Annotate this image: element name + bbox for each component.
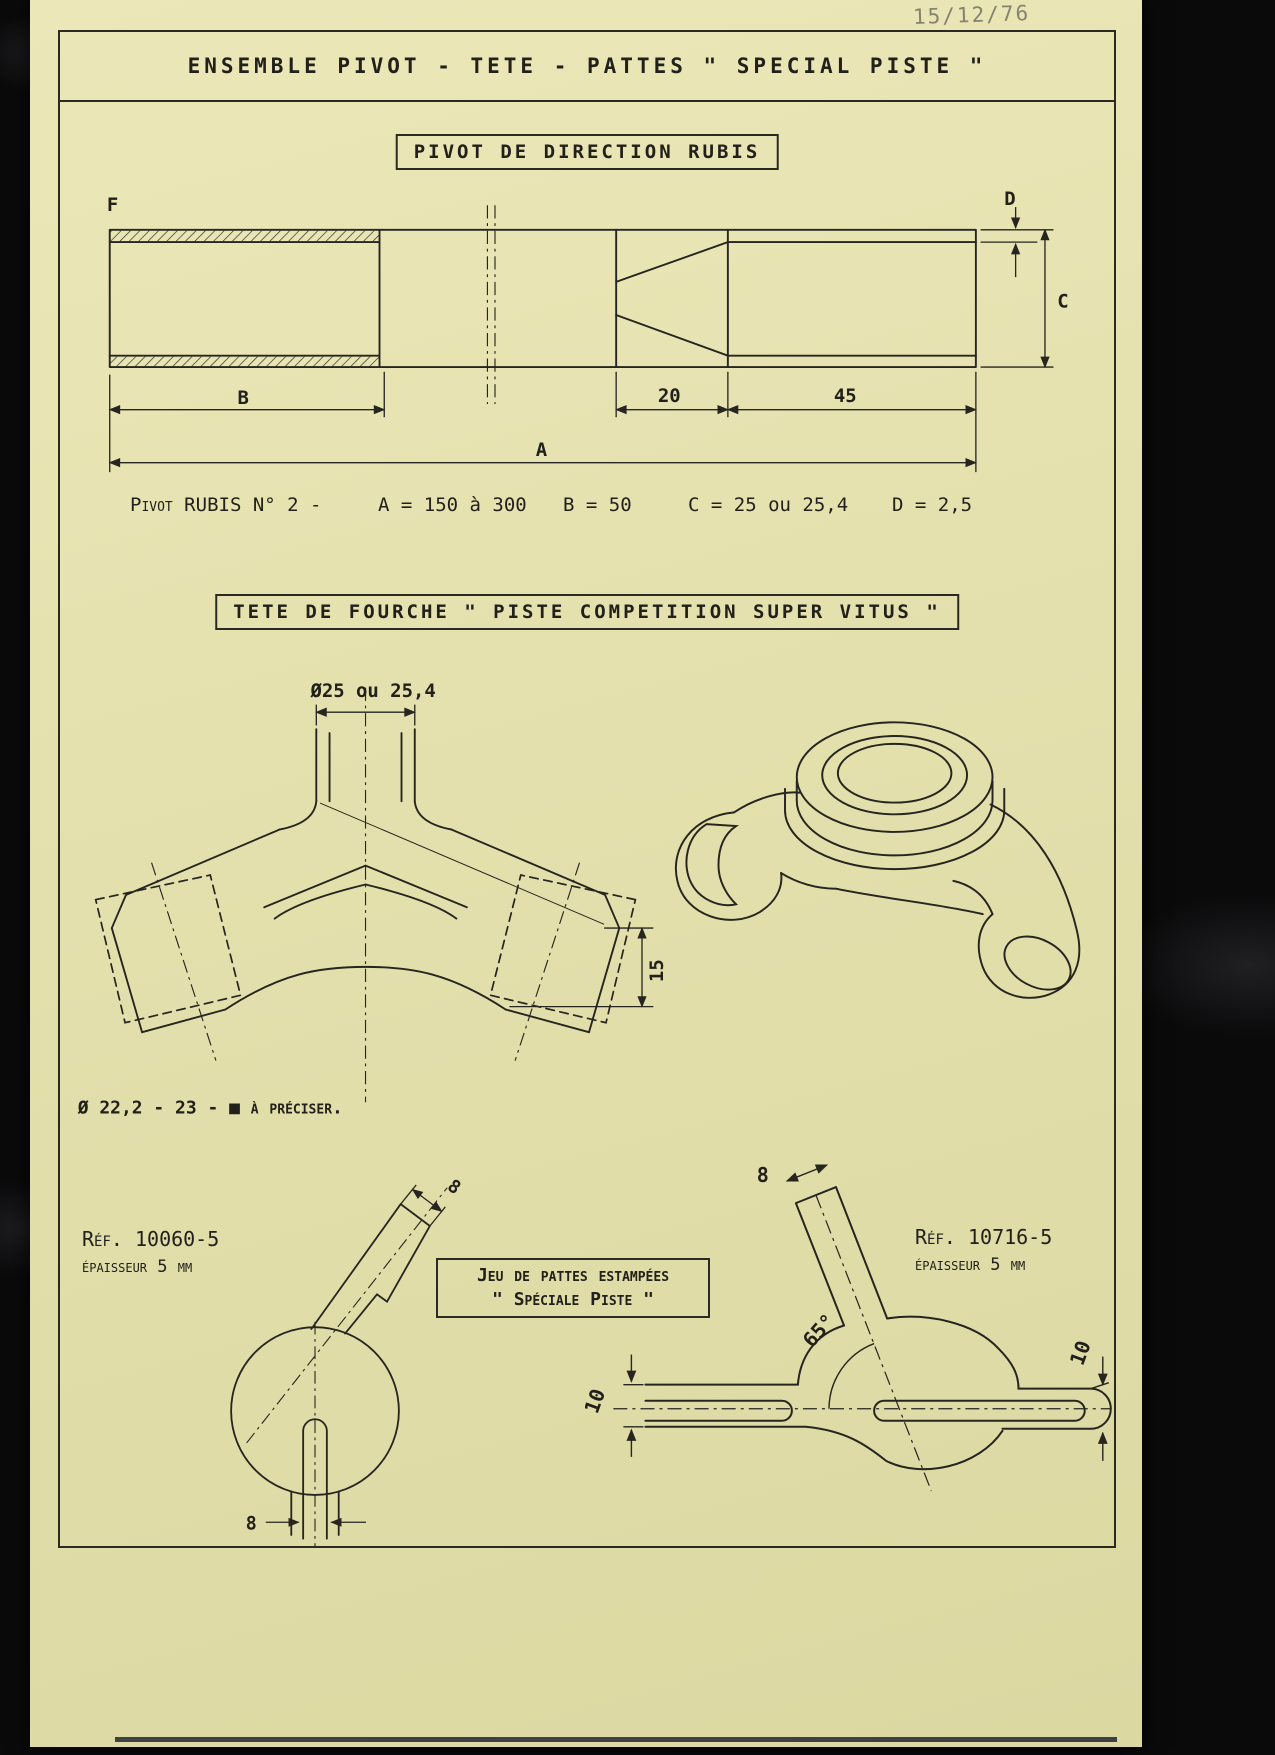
- crown-3d-sketch: [675, 721, 1081, 999]
- label-d: D: [1004, 188, 1015, 210]
- pivot-caption-d: D = 2,5: [892, 494, 973, 516]
- front-dropout-slot-width-label: 8: [246, 1514, 257, 1535]
- rear-dropout-axes: [613, 1194, 1111, 1492]
- pivot-caption-b: B = 50: [563, 494, 632, 516]
- pattes-box-subtitle: " Spéciale Piste ": [492, 1289, 654, 1310]
- page-title: ENSEMBLE PIVOT - TETE - PATTES " SPECIAL…: [187, 54, 987, 78]
- thread-hatch-bottom: [109, 356, 380, 368]
- paper-sheet: 15/12/76 ENSEMBLE PIVOT - TETE - PATTES …: [30, 0, 1142, 1747]
- label-a: A: [536, 439, 548, 461]
- construction-line: [319, 802, 605, 925]
- scan-artifact-line: [115, 1737, 1117, 1742]
- tube-centerline: [486, 205, 496, 404]
- date-stamp: 15/12/76: [912, 0, 1031, 30]
- pivot-caption-c: C = 25 ou 25,4: [688, 494, 849, 516]
- rear-dropout-arm-width-label: 8: [757, 1163, 769, 1187]
- crown-outline: [110, 728, 621, 1034]
- pivot-caption: Pivot RUBIS N° 2 - A = 150 à 300 B = 50 …: [60, 494, 1114, 522]
- dropout-right-thickness: épaisseur 5 mm: [915, 1255, 1026, 1275]
- crown-heading-text: TETE DE FOURCHE " PISTE COMPETITION SUPE…: [233, 601, 941, 623]
- thread-hatch-top: [109, 230, 380, 242]
- label-c: C: [1057, 290, 1068, 312]
- dropout-left-drawing: 8 8: [230, 1175, 464, 1546]
- rear-dropout-outline: [644, 1186, 1112, 1471]
- crown-perspective-view: [675, 721, 1081, 999]
- pivot-caption-name: Pivot RUBIS N° 2 -: [130, 494, 322, 516]
- crown-diameter-top-label: Ø25 ou 25,4: [309, 680, 435, 702]
- front-dropout-outline: [230, 1203, 431, 1540]
- label-f: F: [107, 194, 118, 216]
- front-dropout-axes: [246, 1187, 448, 1546]
- dropout-right-drawing: 8 65° 10 10: [579, 1163, 1112, 1492]
- pivot-dimensions: [108, 207, 1054, 473]
- pivot-section-heading: PIVOT DE DIRECTION RUBIS: [395, 134, 779, 170]
- front-dropout-dimensions: [265, 1184, 446, 1527]
- label-b: B: [238, 387, 249, 409]
- crown-centerlines: [151, 687, 581, 1103]
- crown-front-view: Ø25 ou 25,4 15 Ø 22,2 - 23 - ■ à précise…: [77, 680, 668, 1119]
- pivot-heading-text: PIVOT DE DIRECTION RUBIS: [413, 141, 761, 163]
- crown-diameter-bottom-label: Ø 22,2 - 23 - ■ à préciser.: [77, 1098, 343, 1119]
- label-20: 20: [658, 385, 681, 407]
- rear-dropout-slot-width-left-label: 10: [579, 1386, 610, 1417]
- crown-height-15-label: 15: [646, 959, 668, 982]
- dropout-right-ref: Réf. 10716-5: [915, 1225, 1053, 1249]
- rear-dropout-slot-width-right-label: 10: [1065, 1337, 1096, 1368]
- title-bar: ENSEMBLE PIVOT - TETE - PATTES " SPECIAL…: [60, 32, 1114, 102]
- pivot-caption-a: A = 150 à 300: [378, 494, 527, 516]
- pivot-drawing: F B 20 45 A C D: [107, 188, 1069, 473]
- rear-dropout-angle-label: 65°: [798, 1309, 840, 1352]
- dropout-left-thickness: épaisseur 5 mm: [82, 1257, 193, 1277]
- label-45: 45: [834, 385, 857, 407]
- front-dropout-tab-width-label: 8: [443, 1175, 464, 1198]
- rear-dropout-dimensions: [623, 1164, 1110, 1461]
- steerer-tube-outline: [108, 228, 977, 369]
- crown-dimensions: [315, 704, 654, 1008]
- pattes-box-title: Jeu de pattes estampées: [476, 1265, 670, 1286]
- blade-sockets-hidden: [94, 874, 637, 1024]
- pattes-box: Jeu de pattes estampées " Spéciale Piste…: [436, 1258, 710, 1318]
- crown-section-heading: TETE DE FOURCHE " PISTE COMPETITION SUPE…: [215, 594, 959, 630]
- dropout-left-ref: Réf. 10060-5: [82, 1227, 220, 1251]
- dropout-right-ref-block: Réf. 10716-5 épaisseur 5 mm: [915, 1222, 1052, 1278]
- page-frame: ENSEMBLE PIVOT - TETE - PATTES " SPECIAL…: [58, 30, 1116, 1548]
- dropout-left-ref-block: Réf. 10060-5 épaisseur 5 mm: [82, 1224, 219, 1280]
